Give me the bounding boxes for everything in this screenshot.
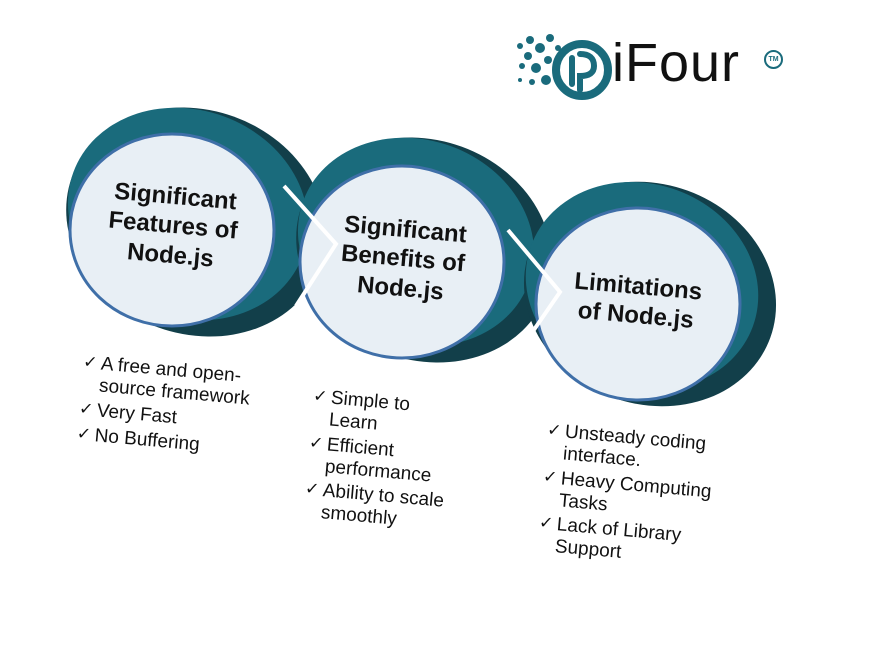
logo-ring [552,40,612,100]
list-item-text: Very Fast [96,400,178,428]
check-icon: ✓ [304,479,321,500]
stage-3-circle [523,181,777,407]
stage-2-inner-disc [298,164,506,360]
list-item-text: Simple to Learn [328,387,411,435]
stage-1-list: ✓A free and open-source framework ✓Very … [76,352,260,463]
stage-1-inner-disc [68,132,276,328]
check-icon: ✓ [78,398,95,419]
stage-3-inner-disc [534,206,742,402]
logo-dots [517,34,561,85]
check-icon: ✓ [538,513,555,534]
stage-2-list: ✓Simple to Learn ✓Efficient performance … [302,386,464,539]
stage-1-title: Significant Features of Node.js [75,174,272,278]
list-item-text: Efficient performance [324,434,433,487]
list-item-text: Ability to scale smoothly [320,480,445,530]
ifour-logo [517,34,612,100]
connector-chevron-2 [506,228,563,352]
list-item: ✓Ability to scale smoothly [302,479,455,536]
logo-ip-mark [569,51,598,93]
check-icon: ✓ [308,432,325,453]
check-icon: ✓ [312,386,329,407]
check-icon: ✓ [82,352,99,373]
brand-name: iFour [612,33,741,93]
stage-3-list: ✓Unsteady coding interface. ✓Heavy Compu… [536,420,728,575]
connector-chevron-1 [282,184,339,308]
stage-1-circle [66,107,326,337]
stage-2-title: Significant Benefits of Node.js [305,207,502,311]
trademark-badge: TM [764,50,783,69]
check-icon: ✓ [542,466,559,487]
list-item-text: Lack of Library Support [554,514,682,564]
check-icon: ✓ [546,420,563,441]
check-icon: ✓ [76,423,92,444]
stage-2-circle [296,137,552,363]
